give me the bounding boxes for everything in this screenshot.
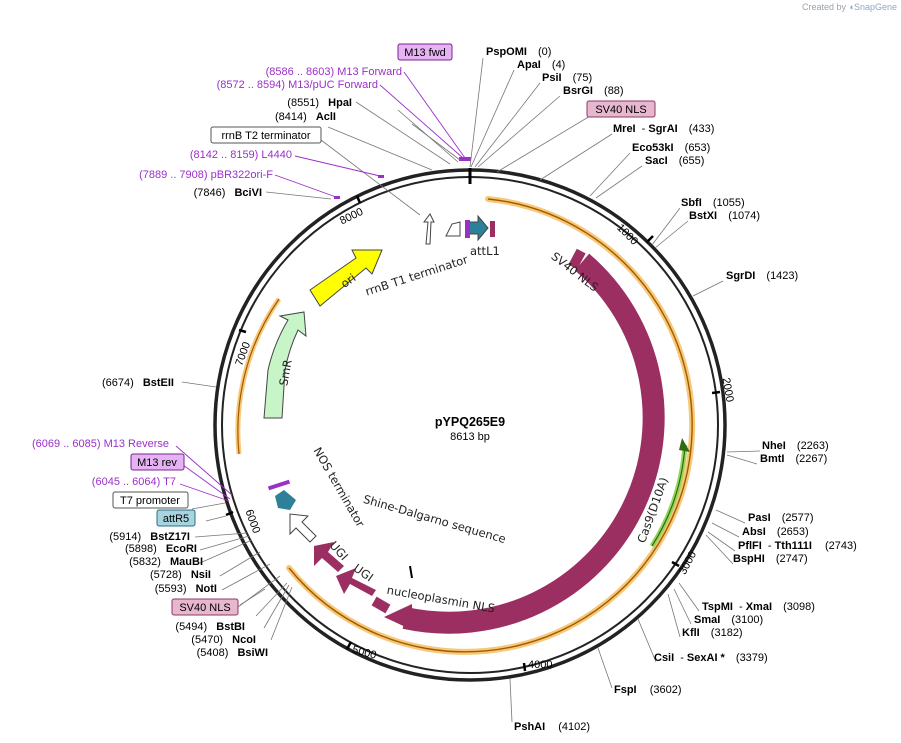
svg-text:(5494) BstBI: (5494) BstBI xyxy=(175,621,245,633)
enzyme-labels-left: (5408) BsiWI (5470) NcoI (5494) BstBI (5… xyxy=(102,97,352,659)
svg-text:(8586 .. 8603) M13 Forward: (8586 .. 8603) M13 Forward xyxy=(266,66,402,78)
svg-text:PasI (2577): PasI (2577) xyxy=(748,512,814,524)
svg-text:BsrGI (88): BsrGI (88) xyxy=(563,85,624,97)
svg-text:PflFI- Tth111I (2743): PflFI- Tth111I (2743) xyxy=(738,540,857,552)
tick-4000: 4000 xyxy=(528,659,552,671)
svg-text:(5728) NsiI: (5728) NsiI xyxy=(150,569,211,581)
enzyme-labels: PspOMI (0) ApaI (4) PsiI (75) BsrGI (88)… xyxy=(486,46,857,733)
box-t7-promoter: T7 promoter xyxy=(120,495,180,507)
box-m13-fwd: M13 fwd xyxy=(404,47,446,59)
ugi-arrow-2 xyxy=(314,542,344,572)
svg-text:SacI (655): SacI (655) xyxy=(645,155,704,167)
feature-smr: SmR xyxy=(276,358,294,387)
tick-2000: 2000 xyxy=(720,377,736,403)
svg-text:Eco53kI (653): Eco53kI (653) xyxy=(632,142,710,154)
leader-lines xyxy=(181,57,761,723)
svg-text:BstXI (1074): BstXI (1074) xyxy=(689,210,760,222)
svg-text:SgrDI (1423): SgrDI (1423) xyxy=(726,270,798,282)
attl1-arrow xyxy=(467,214,489,242)
svg-text:(5832) MauBI: (5832) MauBI xyxy=(129,556,203,568)
svg-text:TspMI- XmaI (3098): TspMI- XmaI (3098) xyxy=(702,601,815,613)
nos-terminator-arrow xyxy=(289,513,317,543)
svg-text:NheI (2263): NheI (2263) xyxy=(762,440,829,452)
svg-text:(8572 .. 8594) M13/pUC Forward: (8572 .. 8594) M13/pUC Forward xyxy=(217,79,378,91)
svg-text:(5408) BsiWI: (5408) BsiWI xyxy=(197,647,268,659)
box-sv40-nls-bottom: SV40 NLS xyxy=(179,602,230,614)
svg-text:(7889 .. 7908) pBR322ori-F: (7889 .. 7908) pBR322ori-F xyxy=(139,169,273,181)
svg-text:PshAI (4102): PshAI (4102) xyxy=(514,721,590,733)
svg-text:PspOMI (0): PspOMI (0) xyxy=(486,46,551,58)
feature-nos-terminator: NOS terminator xyxy=(311,445,368,530)
svg-text:(5470) NcoI: (5470) NcoI xyxy=(191,634,256,646)
cas9-arrowhead xyxy=(384,604,412,630)
boxed-labels: M13 fwd SV40 NLS rrnB T2 terminator M13 … xyxy=(112,43,656,616)
ori-arrow xyxy=(309,249,383,307)
svg-text:ApaI (4): ApaI (4) xyxy=(517,59,565,71)
primer-name-m13-forward: M13 Forward xyxy=(337,66,402,78)
svg-text:SbfI (1055): SbfI (1055) xyxy=(681,197,745,209)
plasmid-name: pYPQ265E9 xyxy=(435,415,505,429)
svg-text:MreI- SgrAI (433): MreI- SgrAI (433) xyxy=(613,123,714,135)
svg-text:FspI (3602): FspI (3602) xyxy=(614,684,681,696)
svg-text:(5898) EcoRI: (5898) EcoRI xyxy=(125,543,197,555)
feature-attl1: attL1 xyxy=(470,244,500,258)
svg-text:(5593) NotI: (5593) NotI xyxy=(155,583,217,595)
box-m13-rev: M13 rev xyxy=(137,457,177,469)
tick-8000: 8000 xyxy=(338,206,365,228)
attr5-block xyxy=(275,490,296,510)
sv40-nls-block xyxy=(568,248,586,270)
cds-line-left xyxy=(237,298,280,455)
snapgene-credit: Created by ◖SnapGene xyxy=(801,2,897,12)
svg-text:(8551) HpaI: (8551) HpaI xyxy=(287,97,352,109)
svg-text:(8142 .. 8159) L4440: (8142 .. 8159) L4440 xyxy=(190,149,292,161)
primer-range-m13-forward: (8586 .. 8603) xyxy=(266,66,335,78)
svg-text:(5914) BstZ17I: (5914) BstZ17I xyxy=(109,531,190,543)
tick-1000: 1000 xyxy=(614,222,640,248)
svg-text:BmtI (2267): BmtI (2267) xyxy=(760,453,827,465)
svg-text:CsiI- SexAI * (3379): CsiI- SexAI * (3379) xyxy=(654,652,768,664)
svg-text:(6069 .. 6085) M13 Reverse: (6069 .. 6085) M13 Reverse xyxy=(32,438,169,450)
svg-text:(7846) BciVI: (7846) BciVI xyxy=(194,187,262,199)
rrnb-t1-arrow xyxy=(423,213,435,245)
cds-line-right xyxy=(288,198,693,653)
svg-text:PsiI (75): PsiI (75) xyxy=(542,72,592,84)
feature-rrnb-t1: rrnB T1 terminator xyxy=(363,252,469,298)
box-sv40-nls-top: SV40 NLS xyxy=(595,104,646,116)
feature-shine-dalgarno: Shine-Dalgarno sequence xyxy=(362,492,508,546)
box-rrnb-t2: rrnB T2 terminator xyxy=(221,130,310,142)
tick-5000: 5000 xyxy=(351,644,378,662)
cas9-arc xyxy=(402,253,665,634)
smr-arrow xyxy=(263,311,307,419)
svg-text:SmaI (3100): SmaI (3100) xyxy=(694,614,763,626)
box-attr5: attR5 xyxy=(163,513,189,525)
plasmid-length: 8613 bp xyxy=(450,431,490,443)
snapgene-logo-icon: ◖ xyxy=(848,2,854,12)
primer-labels: (8586 .. 8603) M13 Forward (8572 .. 8594… xyxy=(32,66,402,488)
tick-3000: 3000 xyxy=(677,549,699,576)
svg-text:(6674) BstEII: (6674) BstEII xyxy=(102,377,174,389)
svg-text:(6045 .. 6064) T7: (6045 .. 6064) T7 xyxy=(92,476,176,488)
nucleoplasmin-block xyxy=(371,596,391,614)
svg-text:(8414) AclI: (8414) AclI xyxy=(275,111,336,123)
ugi-arrow-1 xyxy=(336,568,376,596)
svg-text:KflI (3182): KflI (3182) xyxy=(682,627,743,639)
svg-text:AbsI (2653): AbsI (2653) xyxy=(742,526,809,538)
svg-text:BspHI (2747): BspHI (2747) xyxy=(733,553,808,565)
